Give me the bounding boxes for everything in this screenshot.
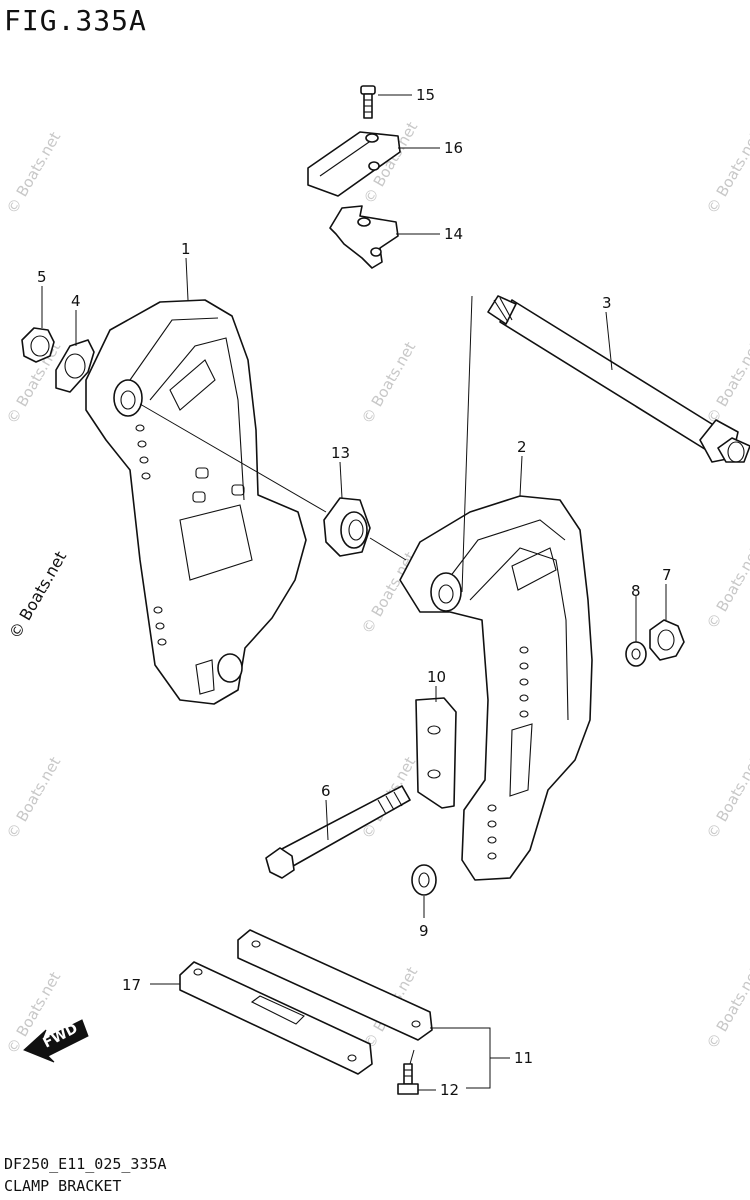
diagram-name: CLAMP BRACKET	[4, 1177, 122, 1195]
part-1-clamp-bracket-left	[85, 299, 307, 705]
callout-7: 7	[662, 566, 672, 584]
callout-8: 8	[631, 582, 641, 600]
part-15-bolt	[360, 85, 376, 119]
part-3-tilt-tube	[487, 295, 750, 463]
part-2-clamp-bracket-right	[399, 495, 593, 881]
diagram-code: DF250_E11_025_335A	[4, 1155, 167, 1173]
callout-10: 10	[427, 668, 446, 686]
callout-11: 11	[514, 1049, 533, 1067]
callout-3: 3	[602, 294, 612, 312]
watermark-text: © Boats.net	[3, 754, 64, 842]
watermark-text: © Boats.net	[3, 129, 64, 217]
watermark-text-dark: © Boats.net	[5, 548, 70, 642]
leader-lines	[41, 94, 667, 1091]
watermark-text: © Boats.net	[358, 339, 419, 427]
part-8-washer	[625, 641, 647, 667]
callout-9: 9	[419, 922, 429, 940]
part-6-long-bolt	[265, 785, 411, 879]
watermark-text: © Boats.net	[703, 754, 750, 842]
part-17-anode	[179, 961, 373, 1075]
part-12-bolt	[397, 1063, 419, 1095]
callout-labels: 15 16 14 1 5 4 3 2 13 7 8 10 6 9 17 11 1…	[37, 86, 672, 1099]
part-7-nut	[649, 619, 685, 661]
callout-4: 4	[71, 292, 81, 310]
watermark-text: © Boats.net	[703, 964, 750, 1052]
fwd-arrow-icon: FWD	[23, 1019, 89, 1063]
part-5-nut	[21, 327, 55, 363]
callout-5: 5	[37, 268, 47, 286]
part-11-anode	[237, 929, 433, 1041]
part-13-bushing	[323, 497, 371, 557]
callout-1: 1	[181, 240, 191, 258]
watermark-text: © Boats.net	[703, 129, 750, 217]
part-9-washer	[411, 864, 437, 896]
part-16-cover	[307, 131, 401, 197]
watermark-text: © Boats.net	[703, 339, 750, 427]
callout-13: 13	[331, 444, 350, 462]
callout-16: 16	[444, 139, 463, 157]
callout-12: 12	[440, 1081, 459, 1099]
watermark-text: © Boats.net	[703, 544, 750, 632]
callout-15: 15	[416, 86, 435, 104]
callout-6: 6	[321, 782, 331, 800]
callout-2: 2	[517, 438, 527, 456]
part-14-plate	[329, 205, 399, 269]
callout-14: 14	[444, 225, 463, 243]
part-4-gasket	[55, 339, 95, 393]
callout-17: 17	[122, 976, 141, 994]
part-10-plate	[415, 697, 457, 809]
figure-label: FIG.335A	[4, 4, 147, 37]
